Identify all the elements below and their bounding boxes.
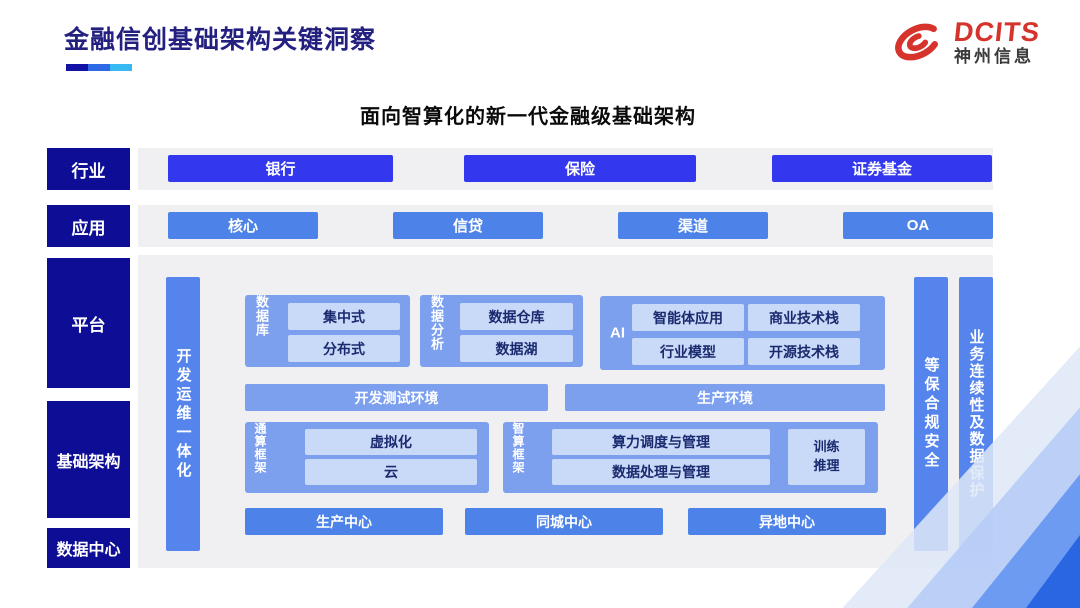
intelligent-compute-item-data-mgmt: 数据处理与管理 <box>552 459 770 485</box>
logo-company-text: 神州信息 <box>954 46 1034 66</box>
database-group: 数据库 集中式 分布式 <box>245 295 410 367</box>
production-environment-bar: 生产环境 <box>565 384 885 411</box>
database-item-centralized: 集中式 <box>288 303 400 330</box>
application-item-credit: 信贷 <box>393 212 543 239</box>
sidebar-label-industry: 行业 <box>47 148 130 190</box>
datacenter-item-remote: 异地中心 <box>688 508 886 535</box>
general-compute-group: 通算框架 虚拟化 云 <box>245 422 489 493</box>
sidebar-label-platform: 平台 <box>47 258 130 388</box>
title-underline <box>66 64 132 71</box>
general-compute-item-cloud: 云 <box>305 459 477 485</box>
sidebar-label-infrastructure: 基础架构 <box>47 401 130 518</box>
industry-item-insurance: 保险 <box>464 155 696 182</box>
datacenter-item-same-city: 同城中心 <box>465 508 663 535</box>
ai-group-label: AI <box>610 324 625 342</box>
page-title: 金融信创基础架构关键洞察 <box>64 26 377 54</box>
application-item-channel: 渠道 <box>618 212 768 239</box>
title-underline-segment-2 <box>88 64 110 71</box>
general-compute-group-label: 通算框架 <box>253 422 267 474</box>
intelligent-compute-item-scheduling: 算力调度与管理 <box>552 429 770 455</box>
logo-brand-text: DCITS <box>952 16 1042 47</box>
general-compute-item-virtualization: 虚拟化 <box>305 429 477 455</box>
industry-item-bank: 银行 <box>168 155 393 182</box>
sidebar-label-application: 应用 <box>47 205 130 247</box>
devops-vertical-bar: 开发运维一体化 <box>166 277 200 551</box>
ai-item-agent-apps: 智能体应用 <box>632 304 744 331</box>
ai-group: AI 智能体应用 商业技术栈 行业模型 开源技术栈 <box>600 296 885 370</box>
analytics-item-lake: 数据湖 <box>460 335 573 362</box>
security-compliance-vertical-bar: 等保合规安全 <box>914 277 948 551</box>
analytics-item-warehouse: 数据仓库 <box>460 303 573 330</box>
dcits-logo: DCITS 神州信息 <box>890 16 1042 68</box>
intelligent-compute-group: 智算框架 算力调度与管理 数据处理与管理 训练 推理 <box>503 422 878 493</box>
sidebar-label-datacenter: 数据中心 <box>47 528 130 568</box>
datacenter-item-production: 生产中心 <box>245 508 443 535</box>
diagram-title: 面向智算化的新一代金融级基础架构 <box>360 106 696 128</box>
intelligent-compute-item-train-infer: 训练 推理 <box>788 429 865 485</box>
application-item-oa: OA <box>843 212 993 239</box>
dcits-logo-icon <box>895 23 941 61</box>
intelligent-compute-group-label: 智算框架 <box>511 422 525 474</box>
ai-item-industry-models: 行业模型 <box>632 338 744 365</box>
title-underline-segment-1 <box>66 64 88 71</box>
business-continuity-vertical-bar: 业务连续性及数据保护 <box>959 277 993 551</box>
ai-item-commercial-stack: 商业技术栈 <box>748 304 860 331</box>
database-item-distributed: 分布式 <box>288 335 400 362</box>
ai-item-opensource-stack: 开源技术栈 <box>748 338 860 365</box>
database-group-label: 数据库 <box>254 295 269 337</box>
application-item-core: 核心 <box>168 212 318 239</box>
data-analytics-group-label: 数据分析 <box>429 295 444 351</box>
industry-item-securities: 证券基金 <box>772 155 992 182</box>
title-underline-segment-3 <box>110 64 132 71</box>
dev-test-environment-bar: 开发测试环境 <box>245 384 548 411</box>
data-analytics-group: 数据分析 数据仓库 数据湖 <box>420 295 583 367</box>
